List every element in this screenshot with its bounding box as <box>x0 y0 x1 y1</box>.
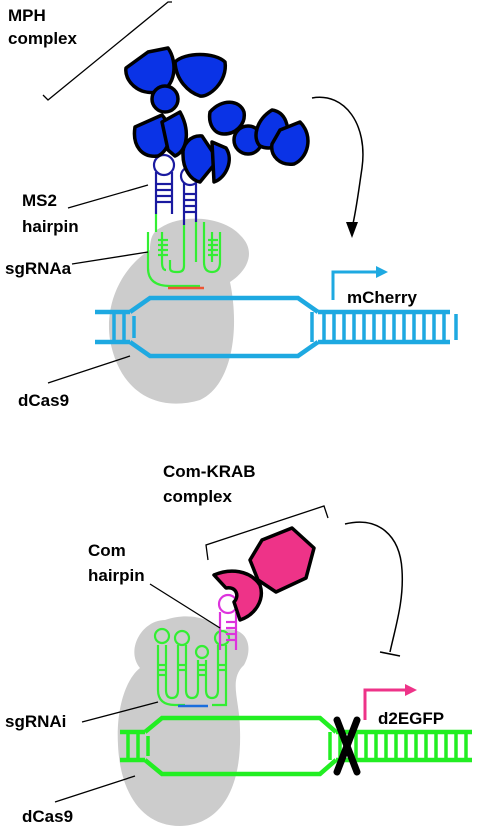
top-pointers <box>47 184 149 384</box>
dcas9-label-bottom: dCas9 <box>22 807 73 826</box>
bottom-panel: Com-KRAB complex Com hairpin sgRNAi dCas… <box>5 462 472 826</box>
ms2-hairpin-label-2: hairpin <box>22 217 79 236</box>
mph-complex-label: MPH <box>8 6 46 25</box>
block-x-icon <box>333 716 361 776</box>
com-hairpin-label: Com <box>88 541 126 560</box>
ms2-hairpin-label: MS2 <box>22 191 57 210</box>
activation-arrow <box>311 96 364 229</box>
dcas9-blob-bottom <box>117 616 249 826</box>
mcherry-label: mCherry <box>347 288 417 307</box>
com-krab-complex-label: Com-KRAB <box>163 462 256 481</box>
bottom-pointers <box>54 583 221 803</box>
promoter-arrow-top <box>331 266 388 300</box>
top-panel: MPH complex MS2 hairpin sgRNAa dCas9 mCh… <box>5 1 458 410</box>
dcas9-label-top: dCas9 <box>18 391 69 410</box>
activation-arrowhead <box>346 222 358 238</box>
com-krab-complex-label-2: complex <box>163 487 233 506</box>
com-krab-shapes <box>212 526 316 622</box>
promoter-arrow-bottom <box>363 684 417 720</box>
dna-bottom <box>120 715 472 777</box>
com-hairpin-label-2: hairpin <box>88 566 145 585</box>
mph-complex-shapes <box>124 46 310 184</box>
dna-bottom-rungs <box>126 732 468 760</box>
mph-complex-label-2: complex <box>8 29 78 48</box>
com-krab-bracket <box>205 505 329 561</box>
ms2-hairpins <box>152 153 201 225</box>
sgrna-a-label: sgRNAa <box>5 259 72 278</box>
d2egfp-label: d2EGFP <box>378 709 444 728</box>
sgrna-i-label: sgRNAi <box>5 712 66 731</box>
sgrna-i <box>153 627 231 707</box>
dna-top-rungs <box>112 312 458 342</box>
sgrna-a <box>146 214 222 288</box>
repression-arrow <box>344 521 404 657</box>
mph-bracket <box>42 1 172 101</box>
